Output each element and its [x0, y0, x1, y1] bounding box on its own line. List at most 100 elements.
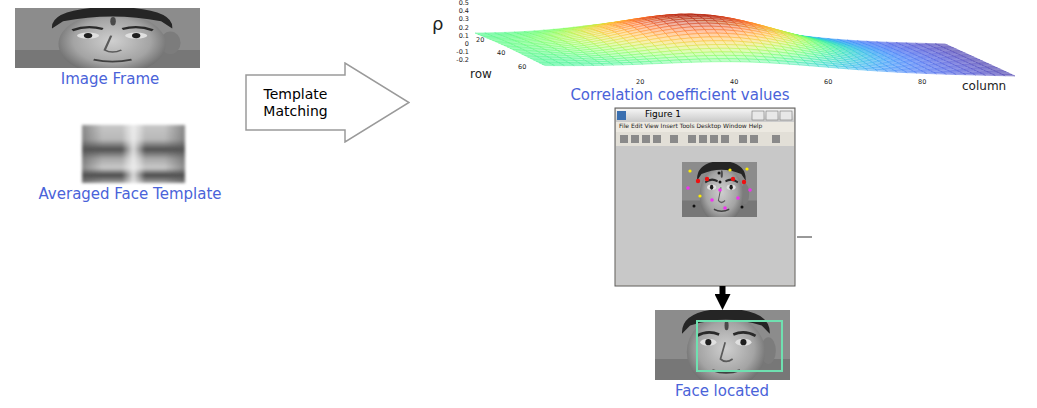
face-template [82, 125, 185, 183]
figure-window-part [616, 122, 794, 132]
caption: Averaged Face Template [38, 186, 221, 203]
label-anchor: 20 [476, 37, 484, 44]
surface-cell [1002, 74, 1015, 76]
tick-label: 40 [497, 50, 505, 57]
figure-window-part [616, 146, 794, 285]
feature-points-part [693, 205, 696, 208]
label-anchor: 60 [824, 79, 832, 86]
tick-label: 20 [476, 37, 484, 44]
feature-points [686, 167, 752, 209]
face-template-part [82, 125, 185, 183]
photo-frame: Image Frame [15, 8, 200, 68]
tick-label: 0 [465, 41, 469, 48]
face-template-part [122, 125, 145, 183]
label-anchor: 0.2 [470, 25, 480, 32]
located-face-photo-part [655, 309, 790, 389]
result-photo: Face located [655, 310, 790, 380]
feature-points-part [710, 198, 714, 202]
feature-points-part [686, 186, 690, 190]
face-template-part [82, 125, 185, 183]
figure-window-part [617, 111, 626, 120]
tick-label: -0.1 [456, 49, 469, 56]
label-anchor: 0.3 [470, 16, 480, 23]
label-anchor: 80 [918, 79, 926, 86]
label-anchor: -0.1 [470, 49, 483, 56]
label-anchor: 0.5 [470, 0, 480, 7]
template-image: Averaged Face Template [82, 125, 185, 183]
feature-points-part [742, 180, 746, 184]
located-face-photo-part [697, 321, 782, 371]
feature-points-part [718, 188, 722, 192]
face-photo [15, 7, 200, 75]
feature-points-part [723, 206, 727, 210]
tick-label: 0.2 [459, 25, 469, 32]
axis-symbol: ρ [432, 14, 443, 34]
feature-points-part [736, 196, 740, 200]
axis-title: row [470, 68, 492, 81]
tick-label: 60 [518, 64, 526, 71]
axis-title: column [962, 80, 1006, 93]
figure-window-part-part [682, 161, 757, 224]
feature-points-part [745, 167, 748, 170]
correlation-surface [475, 14, 1015, 76]
figure-window-part-part [620, 135, 628, 143]
block-arrow [246, 63, 409, 142]
figure-window-part [616, 132, 794, 146]
tick-label: 0.3 [459, 16, 469, 23]
process-label: Template Matching [250, 86, 341, 118]
flow-arrow [720, 286, 726, 294]
feature-points-part [741, 206, 744, 209]
figure-window-part [780, 111, 792, 120]
face-photo-part [15, 7, 200, 75]
tick-label: 60 [824, 79, 832, 86]
tick-label: 0.5 [459, 0, 469, 7]
figure-window-part-part [750, 135, 758, 143]
window-title: Figure 1 [645, 109, 825, 119]
process-arrow: Template Matching [245, 62, 410, 143]
figure-window-part-part [631, 135, 639, 143]
feature-points-part [731, 177, 735, 181]
surface-plot: Correlation coefficient values [425, 0, 1030, 84]
label-anchor: 0.4 [470, 8, 480, 15]
menu-bar-text: File Edit View Insert Tools Desktop Wind… [619, 123, 762, 130]
feature-points-part [719, 181, 722, 184]
tick-label: 0.1 [459, 33, 469, 40]
label-anchor: row [470, 68, 492, 81]
figure-window-part-part [772, 135, 780, 143]
figure-window-part-part [688, 135, 696, 143]
figure-window-part-part [653, 135, 661, 143]
tick-label: 80 [918, 79, 926, 86]
figure-window-part-part [710, 135, 718, 143]
feature-points-part [698, 194, 701, 197]
label-anchor: 20 [636, 79, 644, 86]
figure-window-part [752, 111, 764, 120]
figure-window-part-part [670, 135, 678, 143]
feature-points-part [748, 188, 752, 192]
feature-points-part [688, 169, 691, 172]
label-anchor: 0 [470, 41, 474, 48]
caption: Face located [675, 383, 769, 400]
figure-window-part [616, 109, 794, 122]
figure-window [615, 108, 812, 286]
figure-window-part [615, 108, 795, 286]
located-face-photo [655, 309, 790, 389]
label-anchor: column [962, 80, 1006, 93]
figure-window-part-part [642, 135, 650, 143]
label-anchor: File Edit View Insert Tools Desktop Wind… [619, 123, 762, 130]
feature-points-part [696, 179, 700, 183]
tick-label: -0.2 [456, 57, 469, 64]
figure-window-part [766, 111, 778, 120]
figure-window-part-part [699, 135, 707, 143]
feature-points-part [705, 177, 709, 181]
caption: Correlation coefficient values [570, 87, 789, 104]
located-face-photo-part-part [655, 309, 790, 389]
caption: Image Frame [61, 71, 159, 88]
tick-label: 0.4 [459, 8, 469, 15]
figure-window-part-part [739, 135, 747, 143]
label-anchor: 60 [518, 64, 526, 71]
figure-window-part [682, 161, 757, 224]
feature-points-part [718, 172, 721, 175]
